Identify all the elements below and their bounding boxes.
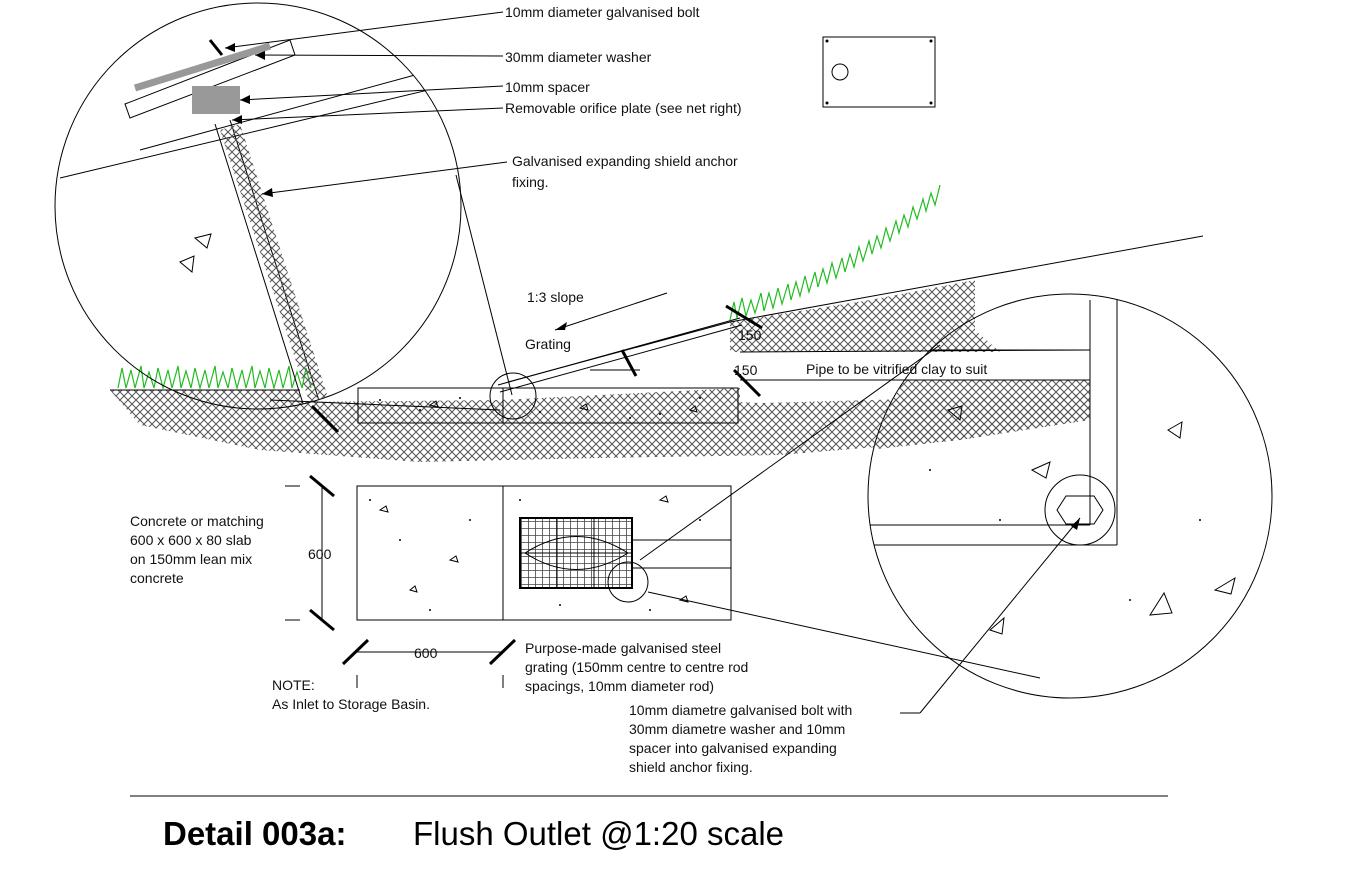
label-spacer: 10mm spacer [505,79,590,95]
label-bolt2-2: 30mm diametre washer and 10mm [629,721,845,737]
label-steel-2: grating (150mm centre to centre rod [525,659,748,675]
dimension-lines [285,474,517,688]
label-grating: Grating [525,336,571,352]
label-anchor-2: fixing. [512,174,549,190]
leader-lines-top [224,11,508,197]
note-text: As Inlet to Storage Basin. [272,696,430,712]
grass-right [729,184,941,321]
title-code: Detail 003a: [163,815,346,852]
orifice-plate-view [822,36,936,108]
note-heading: NOTE: [272,677,315,693]
dim-600-horizontal: 600 [414,645,438,661]
label-slope: 1:3 slope [527,289,584,305]
label-bolt2-3: spacer into galvanised expanding [629,740,837,756]
label-orifice: Removable orifice plate (see net right) [505,100,742,116]
label-slab-1: Concrete or matching [130,513,264,529]
label-bolt2-1: 10mm diametre galvanised bolt with [629,702,852,718]
detail-circle-right [867,293,1273,699]
label-bolt2-4: shield anchor fixing. [629,759,753,775]
label-slab-3: on 150mm lean mix [130,551,252,567]
label-bolt: 10mm diameter galvanised bolt [505,4,700,20]
title-text: Flush Outlet @1:20 scale [413,815,784,852]
dim-600-vertical: 600 [308,546,332,562]
dim-150-top: 150 [738,327,762,343]
label-steel-1: Purpose-made galvanised steel [525,640,721,656]
grass-left [117,365,312,391]
label-pipe: Pipe to be vitrified clay to suit [806,361,987,377]
slope-grating [310,292,763,434]
detail-circle-left [54,2,462,410]
label-washer: 30mm diameter washer [505,49,652,65]
concrete-base-section [357,372,739,424]
slab-plan-view [356,485,732,621]
label-anchor-1: Galvanised expanding shield anchor [512,153,738,169]
label-steel-3: spacings, 10mm diameter rod) [525,678,714,694]
label-slab-4: concrete [130,570,184,586]
label-slab-2: 600 x 600 x 80 slab [130,532,252,548]
dim-150-bottom: 150 [734,362,758,378]
